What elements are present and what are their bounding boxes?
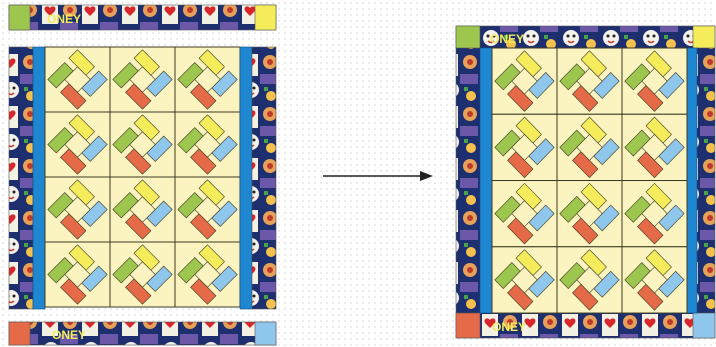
quilt-block-r2-c2 [110, 112, 175, 177]
border-print-text: ONEY [490, 32, 524, 46]
right-quilt-assembled: ONEY ONEY [456, 26, 715, 338]
quilt-block-r3-c3 [175, 177, 240, 242]
quilt-block-r4-c2 [557, 247, 622, 313]
top-border-strip: ONEY [9, 5, 276, 30]
quilt-block-r2-c3 [622, 114, 687, 180]
border-print-text: ONEY [492, 320, 526, 334]
quilt-block-r1-c2 [110, 47, 175, 112]
left-blue-sashing [480, 48, 492, 313]
top-left-corner-square [9, 5, 30, 30]
quilt-block-r4-c3 [622, 247, 687, 313]
quilt-block-r3-c1 [45, 177, 110, 242]
top-left-corner-square [456, 26, 480, 48]
quilt-block-r1-c1 [45, 47, 110, 112]
right-side-border [252, 47, 276, 309]
quilt-block-r3-c2 [557, 181, 622, 247]
quilt-block-r1-c1 [492, 48, 557, 114]
top-right-corner-square [693, 26, 715, 48]
bottom-border-strip: ONEY [9, 322, 276, 345]
left-quilt-unassembled: ONEY ONEY [9, 5, 276, 345]
left-blue-sashing [33, 47, 45, 309]
block-grid-left [45, 47, 240, 307]
left-side-border [9, 47, 33, 309]
quilt-block-r4-c2 [110, 242, 175, 307]
bottom-left-corner-square [9, 322, 30, 345]
top-right-corner-square [255, 5, 276, 30]
quilt-block-r4-c1 [45, 242, 110, 307]
quilt-block-r1-c3 [622, 48, 687, 114]
bottom-left-corner-square [456, 313, 480, 338]
bottom-right-corner-square [693, 313, 715, 338]
right-blue-sashing [687, 48, 697, 313]
quilt-block-r3-c1 [492, 181, 557, 247]
right-blue-sashing [240, 47, 252, 309]
quilt-block-r3-c2 [110, 177, 175, 242]
bottom-right-corner-square [255, 322, 276, 345]
quilt-block-r2-c3 [175, 112, 240, 177]
quilt-block-r2-c2 [557, 114, 622, 180]
right-arrow-icon [323, 171, 433, 181]
quilt-block-r2-c1 [45, 112, 110, 177]
quilt-block-r4-c1 [492, 247, 557, 313]
quilt-block-r4-c3 [175, 242, 240, 307]
quilt-block-r1-c2 [557, 48, 622, 114]
quilt-block-r2-c1 [492, 114, 557, 180]
quilt-block-r3-c3 [622, 181, 687, 247]
quilt-block-r1-c3 [175, 47, 240, 112]
border-print-text: ONEY [47, 12, 81, 26]
border-print-text: ONEY [52, 328, 86, 342]
block-grid-right [492, 48, 687, 313]
